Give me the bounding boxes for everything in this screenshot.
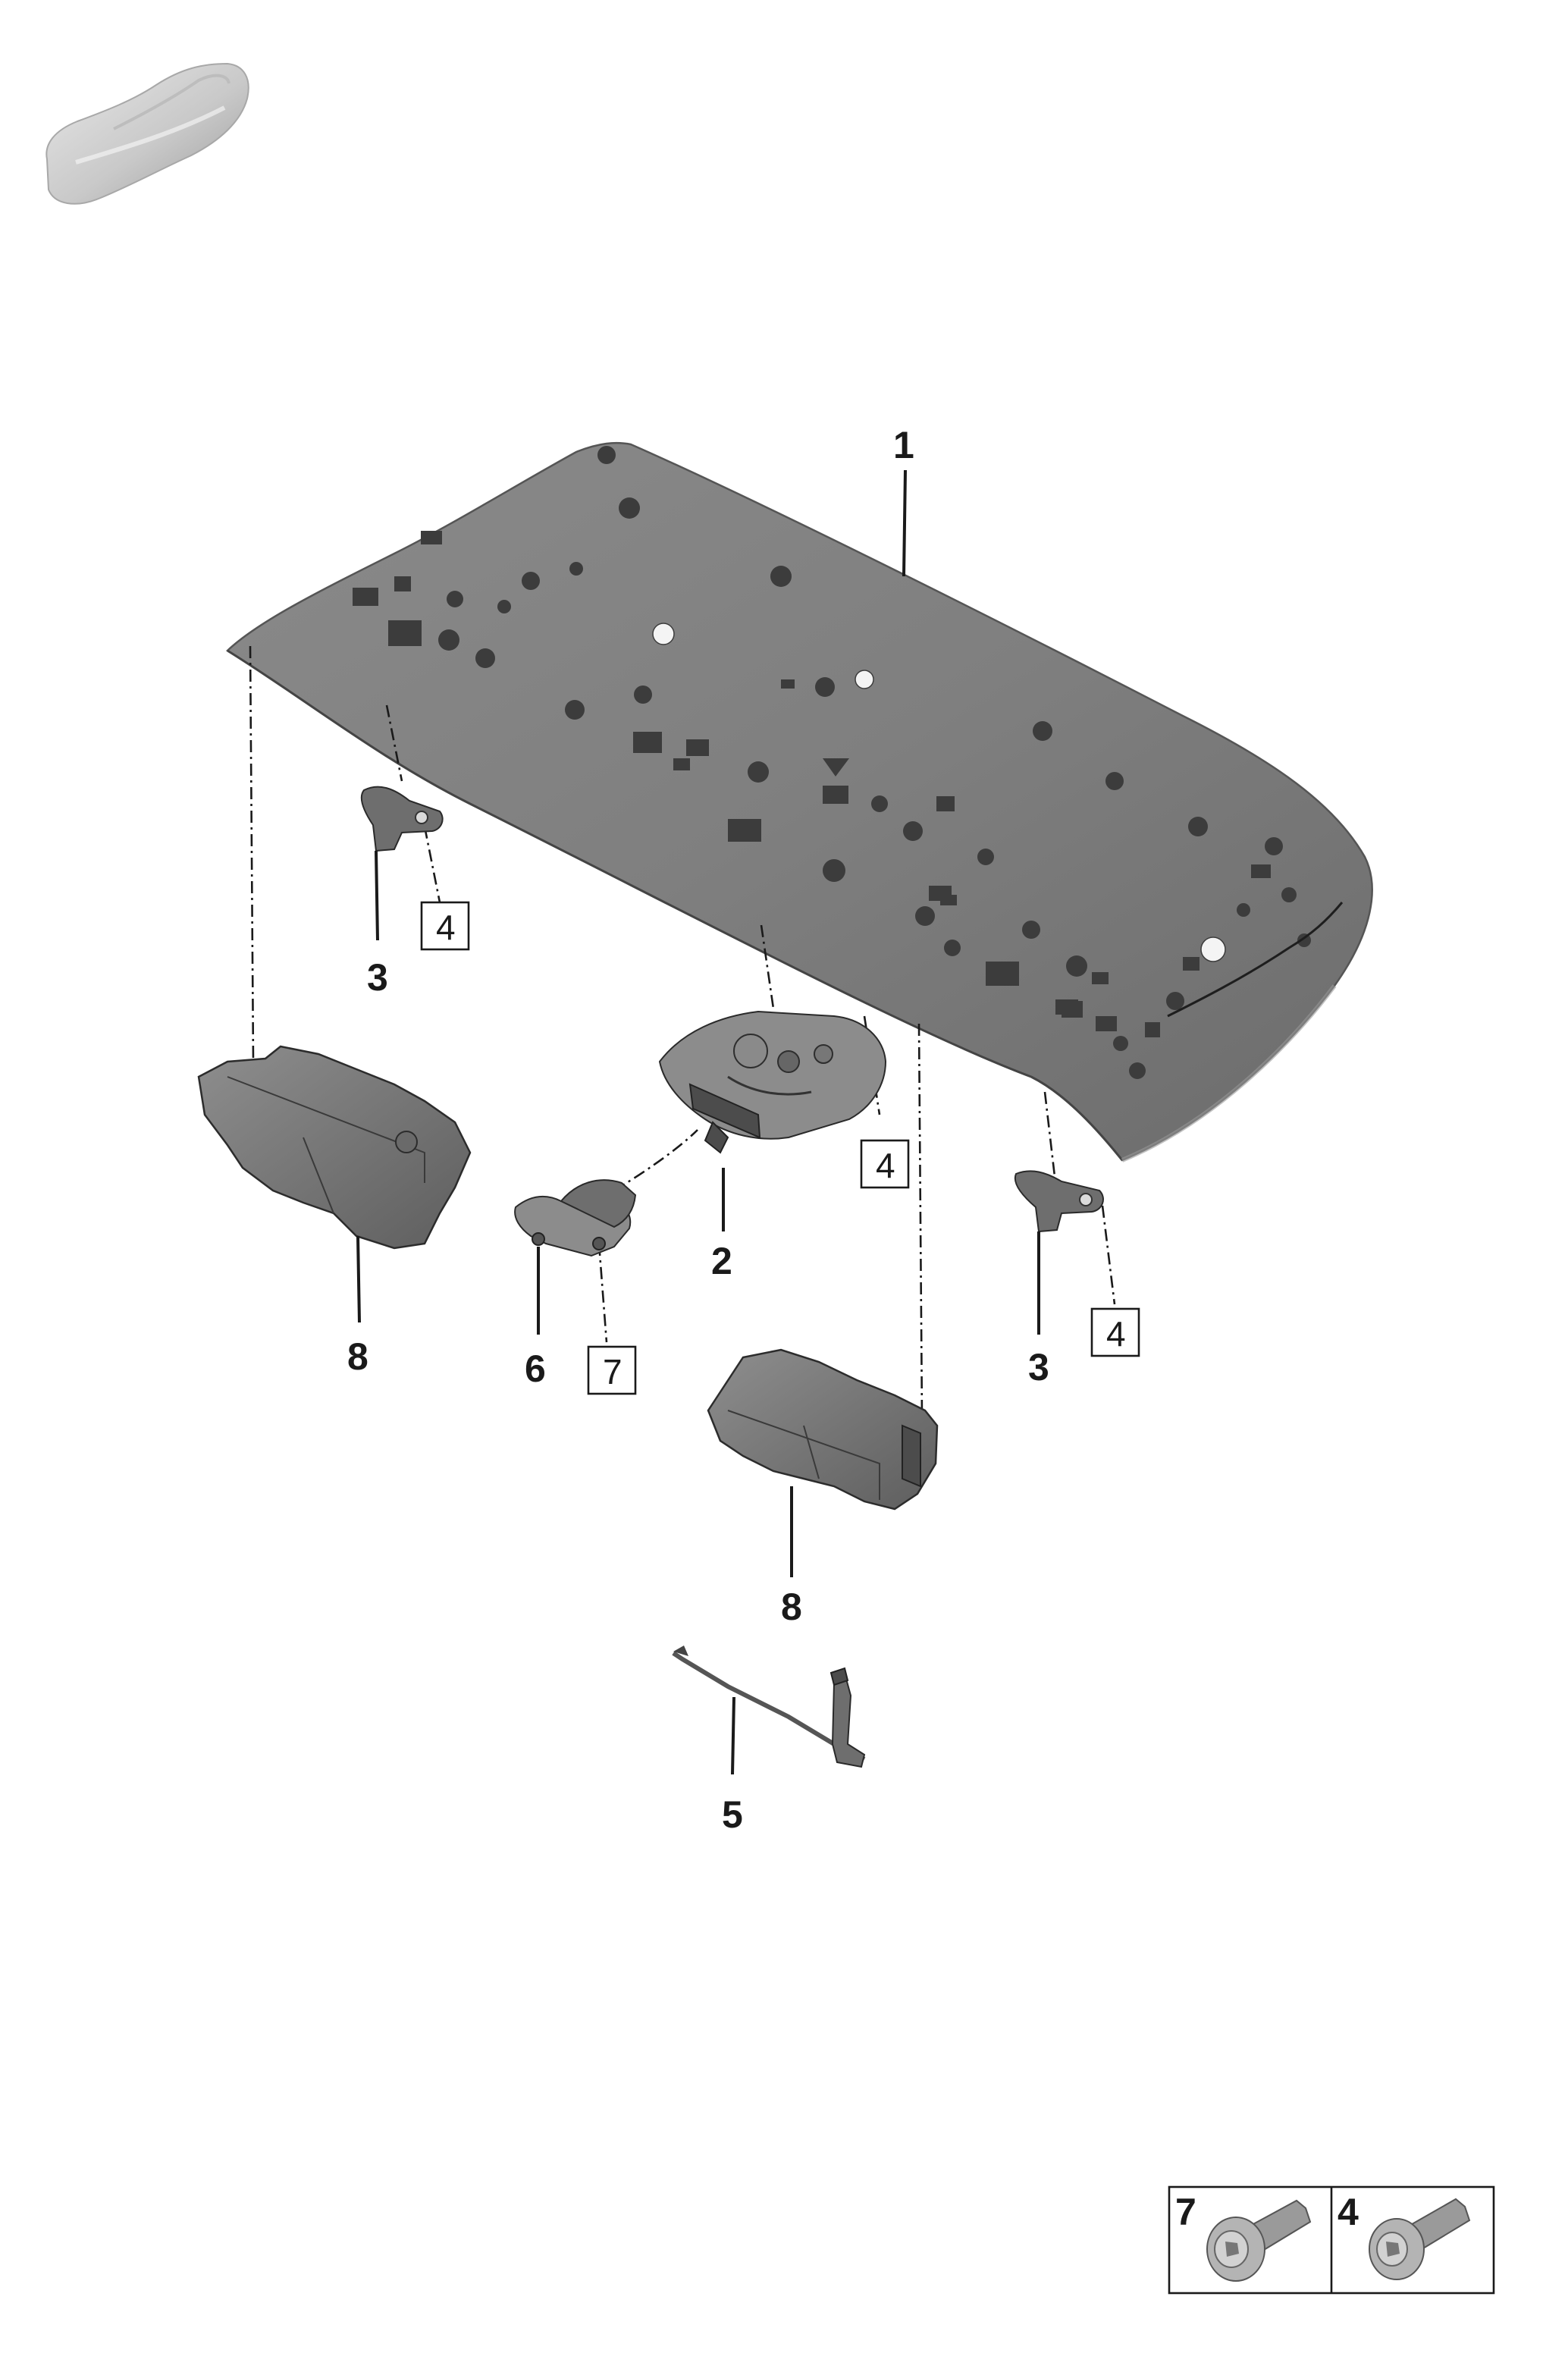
roof-bracket-left	[360, 786, 444, 852]
striker-assembly	[514, 1179, 637, 1257]
leader-lines	[356, 469, 1040, 1775]
screw-ref-bracket-left-label: 4	[436, 908, 456, 947]
callout-roof-panel: 1	[893, 424, 914, 466]
roof-lining-panel	[225, 441, 1373, 1162]
fastener-legend: 7 4	[1168, 2185, 1495, 2295]
callout-foam-center: 8	[781, 1586, 802, 1628]
screw-ref-bracket-left: 4	[420, 901, 470, 951]
callout-bracket-left: 3	[367, 956, 388, 999]
screw-ref-striker-label: 7	[603, 1352, 622, 1391]
screw-ref-bracket-right: 4	[1090, 1307, 1140, 1357]
screw-ref-bracket-right-label: 4	[1106, 1314, 1126, 1354]
foam-block-center	[707, 1348, 939, 1511]
roof-lock-assembly	[658, 1010, 887, 1154]
callout-bracket-right: 3	[1028, 1346, 1049, 1388]
roof-bracket-right	[1014, 1170, 1104, 1233]
callout-numbers: 1 3 2 8 6 3 8 5	[347, 424, 1049, 1836]
screw-ref-striker: 7	[587, 1345, 637, 1395]
legend-number-4: 4	[1338, 2191, 1359, 2233]
car-silhouette-icon	[45, 62, 249, 205]
screw-ref-lock-label: 4	[876, 1146, 895, 1185]
callout-cable: 5	[722, 1793, 743, 1836]
legend-number-7: 7	[1175, 2191, 1196, 2233]
foam-block-left	[197, 1045, 472, 1250]
callout-foam-left: 8	[347, 1335, 368, 1378]
assembly-lines	[249, 645, 1116, 1419]
screw-ref-lock: 4	[860, 1139, 910, 1189]
torx-flange-screw-icon	[1206, 2199, 1312, 2282]
callout-striker: 6	[525, 1348, 546, 1390]
release-cable	[672, 1646, 866, 1768]
torx-screw-icon	[1369, 2198, 1471, 2280]
roof-cutouts	[353, 446, 1311, 1079]
callout-lock: 2	[711, 1240, 732, 1282]
